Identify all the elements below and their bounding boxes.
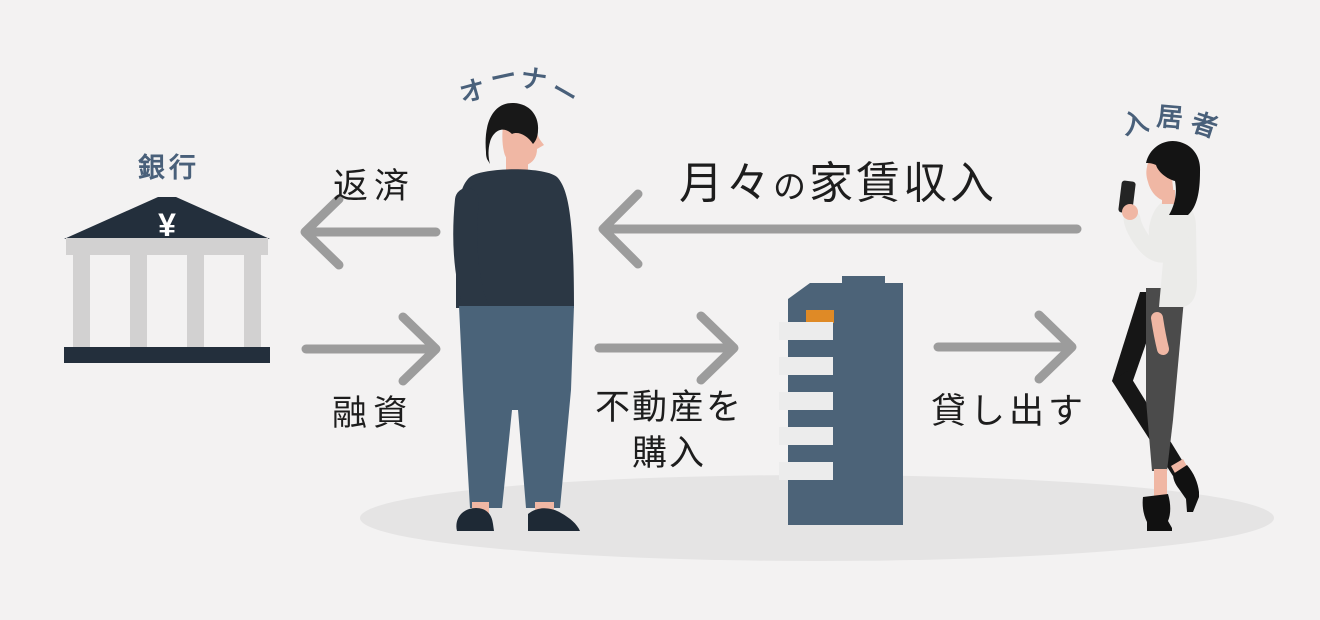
purchase-label-line1: 不動産を — [594, 388, 744, 427]
bank-column — [73, 255, 90, 350]
bank-column — [244, 255, 261, 350]
building-balcony — [779, 322, 833, 340]
owner-pants — [459, 306, 574, 508]
building-balcony — [779, 462, 833, 480]
rent-income-part3: 家賃収入 — [809, 159, 997, 208]
tenant-phone-hand — [1122, 204, 1138, 220]
rent-out-label: 貸し出す — [930, 392, 1088, 431]
tenant-label: 入居者 — [1119, 100, 1222, 144]
bank-label: 銀行 — [138, 153, 200, 183]
bank-base — [64, 347, 270, 363]
building-balcony — [779, 392, 833, 410]
rent-income-part1: 月々 — [679, 159, 773, 208]
tenant-ankle — [1154, 469, 1167, 498]
tenant-figure — [1112, 140, 1201, 531]
loan-arrow — [301, 312, 441, 386]
bank-column — [187, 255, 204, 350]
bank-entablature — [66, 238, 268, 255]
owner-figure — [453, 102, 580, 531]
owner-neck — [506, 148, 528, 174]
bank-icon: ¥ — [64, 197, 270, 363]
rent-income-part2: の — [773, 168, 809, 205]
purchase-label: 不動産を 購入 — [595, 385, 743, 477]
rent-out-arrow — [933, 310, 1077, 384]
tenant-hair — [1146, 140, 1201, 215]
purchase-label-line2: 購入 — [631, 434, 707, 474]
tenant-hand — [1151, 312, 1169, 355]
repayment-label: 返済 — [332, 167, 416, 206]
rent-income-arrow — [598, 189, 1082, 269]
building-orange-window — [806, 310, 834, 323]
building-balcony — [779, 357, 833, 375]
rent-income-label: 月々 の 家賃収入 — [679, 147, 997, 211]
owner-sweater — [455, 169, 574, 308]
yen-icon: ¥ — [158, 207, 176, 243]
apartment-building-icon — [779, 276, 903, 525]
tenant-boot — [1142, 494, 1172, 531]
repayment-arrow — [300, 194, 441, 270]
building-balcony — [779, 427, 833, 445]
owner-hair — [485, 102, 539, 164]
owner-shoe — [456, 508, 494, 531]
bank-roof — [64, 197, 270, 239]
tenant-boot — [1173, 465, 1199, 512]
tenant-arm — [1123, 210, 1190, 263]
owner-shoe — [528, 508, 580, 531]
purchase-arrow — [594, 311, 739, 385]
bank-column — [130, 255, 147, 350]
loan-label: 融資 — [331, 394, 415, 433]
tenant-ankle — [1171, 459, 1188, 475]
owner-label: オーナー — [455, 59, 584, 113]
